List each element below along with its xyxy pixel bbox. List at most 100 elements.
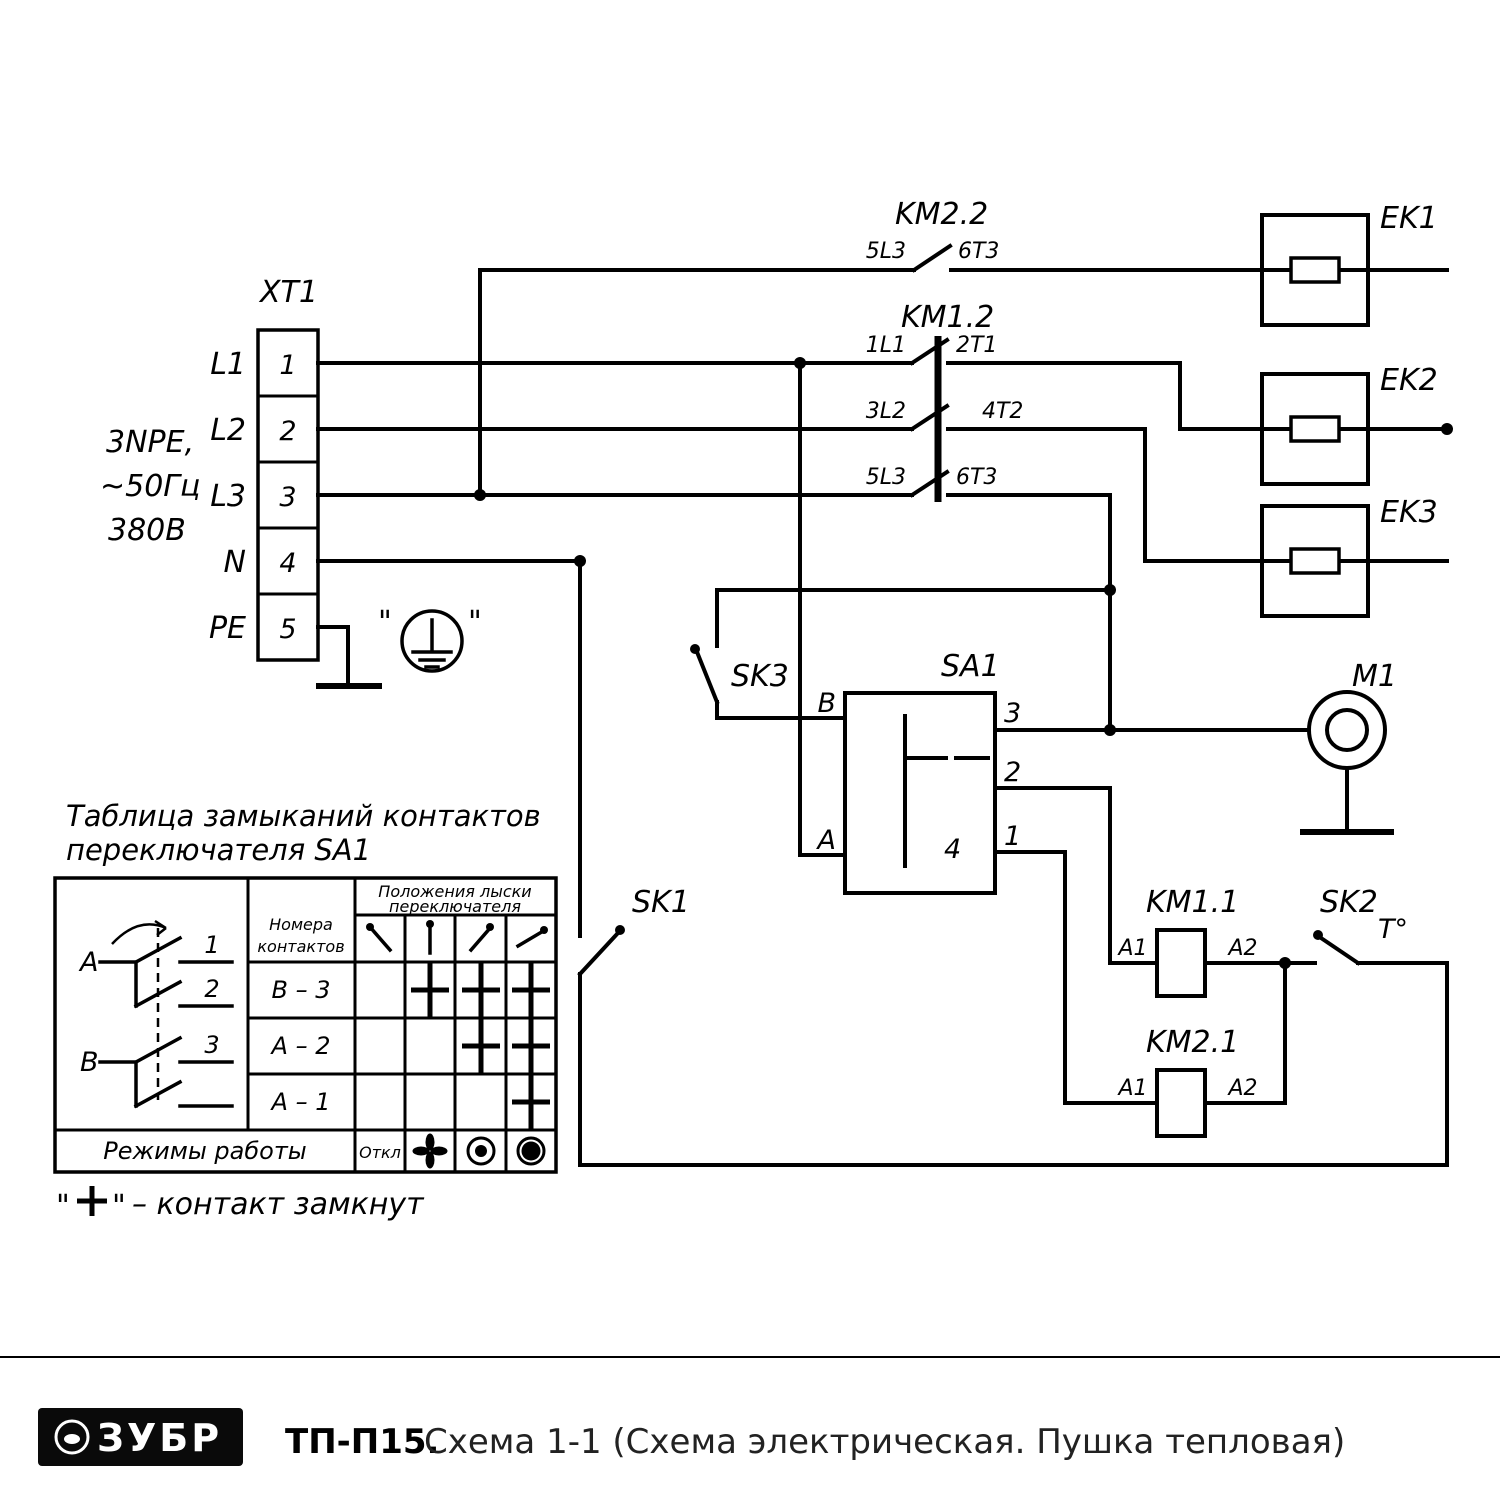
xt1-terminal-1: 1 — [279, 350, 296, 381]
component-boxes — [256, 213, 1370, 1138]
schematic-labels: XT1 1 2 3 4 5 L1 L2 L3 N PE 3NPE, ~50Гц … — [100, 197, 1438, 1101]
table-row-label-a1: A – 1 — [270, 1088, 331, 1116]
junction-dot — [794, 357, 806, 369]
line-label-pe: PE — [209, 611, 246, 646]
sk2-temperature-mark: T° — [1378, 914, 1408, 945]
junction-dot — [1441, 423, 1453, 435]
xt1-title: XT1 — [258, 275, 318, 310]
wires — [316, 243, 1449, 1167]
plus-symbol — [77, 1186, 107, 1216]
wire-sa1-1-to-km21 — [993, 850, 1159, 1105]
xt1-terminal-2: 2 — [279, 416, 296, 447]
km12-pin-1l1: 1L1 — [866, 333, 906, 358]
coil-km11-body — [1155, 928, 1207, 998]
sk1-label: SK1 — [632, 885, 690, 920]
table-horizontal-lines — [55, 913, 556, 1132]
brand-name: ЗУБР — [97, 1416, 222, 1460]
km12-pin-4t2: 4T2 — [982, 399, 1023, 424]
contact-b-leads — [98, 1060, 234, 1108]
junction-dot — [1279, 957, 1291, 969]
table-vertical-lines — [246, 878, 508, 1172]
ground-symbol-circle — [400, 609, 464, 673]
note-quote-right: " — [112, 1189, 126, 1224]
table-header-positions-1: Положения лыски — [378, 882, 531, 901]
xt1-terminal-5: 5 — [279, 614, 296, 645]
ek1-resistor — [1289, 256, 1341, 284]
brand-emblem-bison-icon — [64, 1434, 80, 1444]
knob-position-icons — [366, 920, 548, 955]
ek2-resistor — [1289, 415, 1341, 443]
sk2-contact-blade — [1318, 935, 1361, 966]
sa1-contact-table: Таблица замыканий контактов переключател… — [53, 799, 558, 1174]
ground-quote-left: " — [378, 605, 392, 640]
km12-pole2-blade — [909, 403, 950, 432]
mode-fan-icon — [412, 1133, 448, 1169]
mode-full-power-icon — [516, 1136, 546, 1166]
line-label-l3: L3 — [210, 479, 246, 514]
diagram-contact-1: 1 — [204, 931, 219, 959]
wire-sk3-to-b — [715, 700, 847, 720]
ek3-label: EK3 — [1380, 495, 1438, 530]
footer-title: Схема 1-1 (Схема электрическая. Пушка те… — [424, 1422, 1345, 1462]
sa1-switch-symbol — [903, 714, 990, 868]
ground-quote-right: " — [468, 605, 482, 640]
brand-logo-plate — [38, 1408, 243, 1466]
km12-pin-3l2: 3L2 — [866, 399, 906, 424]
sk3-contact-dot — [690, 644, 700, 654]
sa1-pin-2: 2 — [1004, 757, 1021, 788]
km12-pin-6t3: 6T3 — [956, 465, 997, 490]
table-header-numbers-1: Номера — [269, 915, 333, 934]
ek2-label: EK2 — [1380, 363, 1438, 398]
sk1-contact-blade — [577, 930, 621, 977]
sa1-pin-b: B — [817, 688, 836, 719]
diagram-contact-2: 2 — [204, 975, 219, 1003]
km22-label: KM2.2 — [895, 197, 988, 232]
wire-pole3-down — [946, 493, 1112, 732]
km12-pin-2t1: 2T1 — [956, 333, 997, 358]
position-icon-1 — [366, 923, 393, 953]
footer-model: ТП-П15. — [285, 1422, 439, 1462]
wire-sa1-2-to-km11 — [993, 786, 1159, 965]
wire-bottom-rail — [578, 961, 1449, 1167]
table-title-line1: Таблица замыканий контактов — [66, 799, 541, 833]
km22-pin-left: 5L3 — [866, 239, 906, 264]
sa1-pin-4: 4 — [944, 834, 961, 865]
table-mode-off: Откл — [359, 1143, 401, 1162]
km22-contact-blade — [911, 243, 953, 273]
line-label-n: N — [224, 545, 246, 580]
km12-pin-5l3: 5L3 — [866, 465, 906, 490]
km11-pin-a2: A2 — [1226, 936, 1257, 961]
brand-emblem-icon — [54, 1419, 90, 1455]
km21-pin-a2: A2 — [1226, 1076, 1257, 1101]
table-header-positions-2: переключателя — [389, 897, 521, 916]
supply-spec-1: 3NPE, — [106, 425, 194, 460]
junction-dot — [1104, 584, 1116, 596]
position-icon-3 — [468, 923, 494, 953]
sk3-label: SK3 — [731, 659, 789, 694]
diagram-contact-3: 3 — [204, 1031, 219, 1059]
selector-sa1-body — [843, 691, 997, 895]
sk3-contact-blade — [694, 649, 720, 705]
xt1-terminal-3: 3 — [279, 482, 296, 513]
closed-contact-marks — [411, 962, 550, 1130]
wire-l1-to-sa1-a — [798, 361, 847, 857]
sa1-pin-3: 3 — [1004, 698, 1021, 729]
mode-half-power-icon — [466, 1136, 496, 1166]
ek3-resistor — [1289, 547, 1341, 575]
xt1-terminal-4: 4 — [279, 548, 296, 579]
sa1-pin-a: A — [816, 825, 836, 856]
table-title-line2: переключателя SA1 — [66, 833, 371, 867]
legend-note: " " – контакт замкнут — [56, 1186, 425, 1224]
sa1-pin-1: 1 — [1004, 821, 1021, 852]
xt1-cell-dividers — [258, 394, 318, 596]
table-modes-label: Режимы работы — [103, 1137, 307, 1165]
sk2-label: SK2 — [1320, 885, 1378, 920]
sa1-contact-diagram: A B 1 2 3 — [78, 919, 234, 1109]
km11-pin-a1: A1 — [1116, 936, 1147, 961]
supply-spec-3: 380В — [108, 513, 186, 548]
km21-pin-a1: A1 — [1116, 1076, 1147, 1101]
sk2-contact-dot — [1313, 930, 1323, 940]
km22-pin-right: 6T3 — [958, 239, 999, 264]
m1-label: M1 — [1352, 659, 1397, 694]
